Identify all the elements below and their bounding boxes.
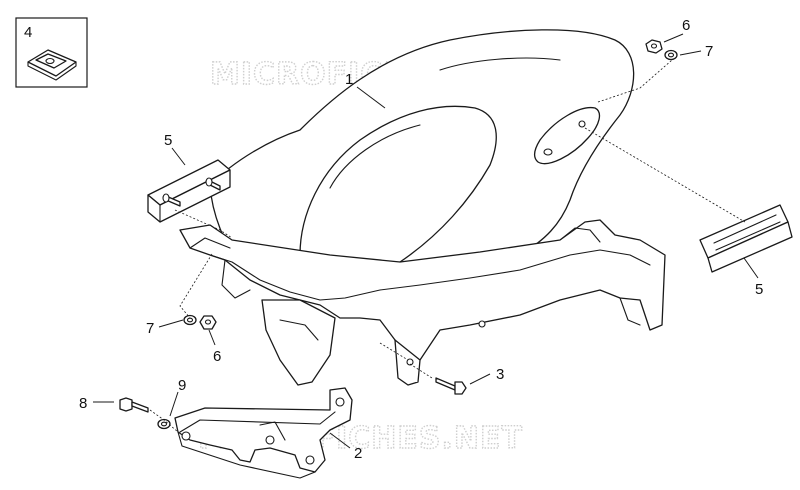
washer-bottom-part: [183, 314, 197, 326]
callout-9: 9: [178, 377, 186, 394]
assembly-lines: [149, 59, 746, 433]
rear-fender-part: [179, 29, 666, 386]
bracket-part: [174, 387, 353, 479]
screw-3-part: [435, 377, 467, 395]
reflector-right-part: [699, 204, 793, 273]
callout-7-top: 7: [705, 43, 713, 60]
callout-1: 1: [345, 71, 353, 88]
screw-8-part: [119, 397, 149, 413]
inset-box-clip-nut: [15, 17, 88, 88]
callout-6-top: 6: [682, 17, 690, 34]
clip-nut-part: [27, 49, 77, 81]
callout-5-left: 5: [164, 132, 172, 149]
callout-2: 2: [354, 445, 362, 462]
washer-top-part: [664, 49, 678, 61]
leader-lines: [93, 33, 759, 449]
callout-7-bottom: 7: [146, 320, 154, 337]
nut-top-part: [645, 39, 663, 54]
reflector-left-part: [147, 159, 231, 223]
callout-4: 4: [24, 24, 32, 41]
washer-9-part: [157, 418, 171, 430]
callout-6-bottom: 6: [213, 348, 221, 365]
nut-bottom-part: [199, 315, 217, 330]
callout-8: 8: [79, 395, 87, 412]
callout-3: 3: [496, 366, 504, 383]
callout-5-right: 5: [755, 281, 763, 298]
